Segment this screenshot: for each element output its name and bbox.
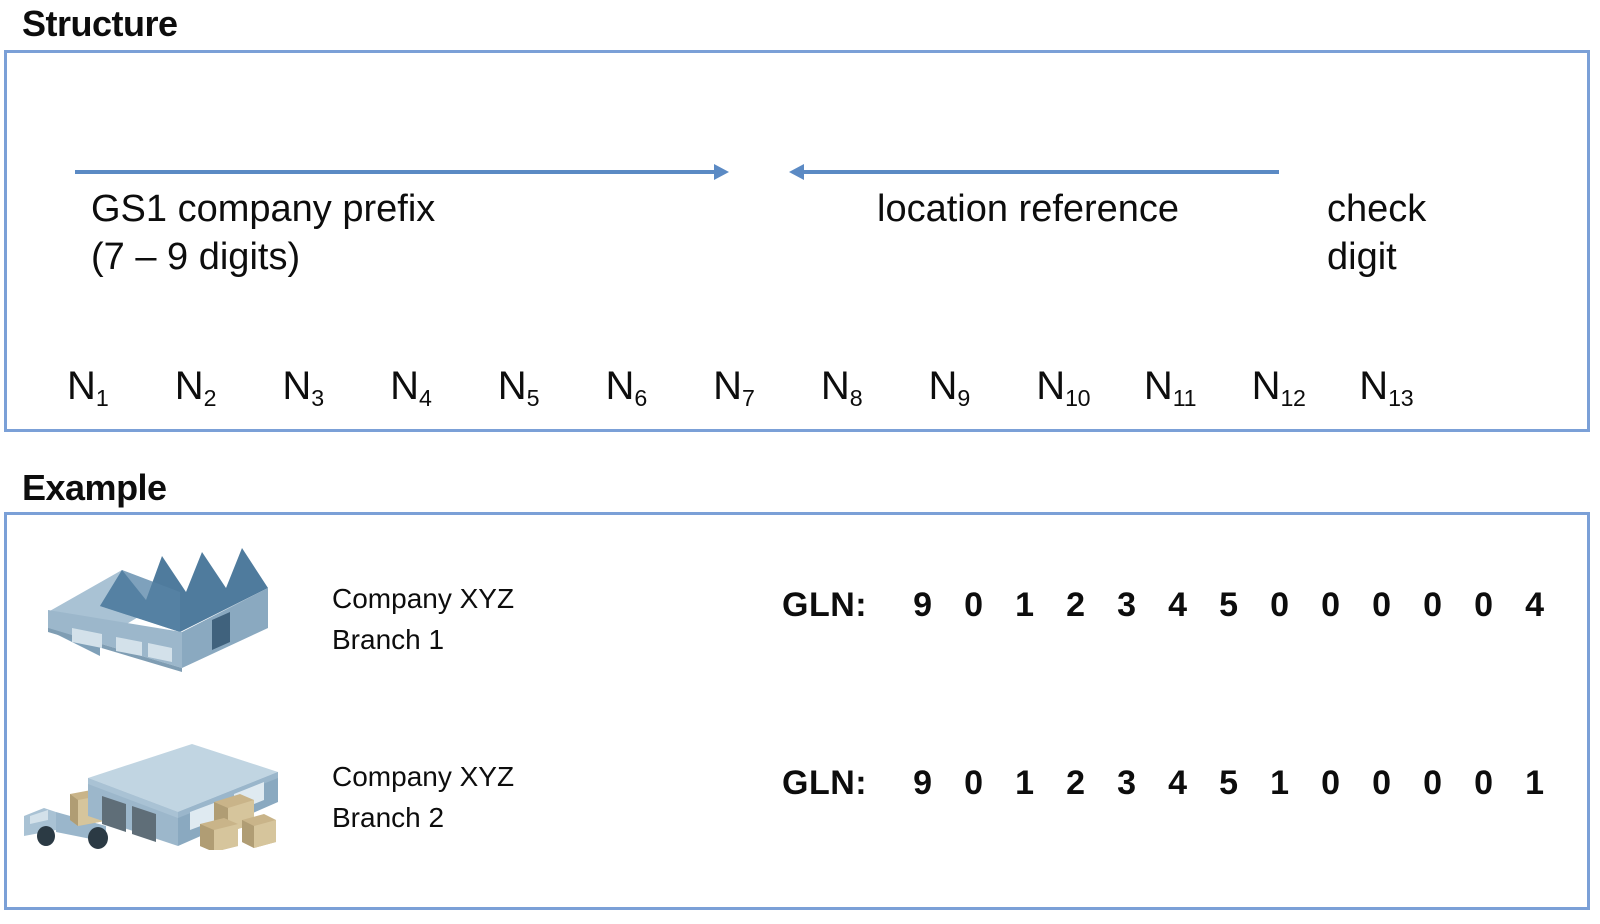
location-reference-label: location reference — [877, 188, 1180, 230]
gln-digit: 0 — [1270, 586, 1290, 624]
gln-label: GLN: — [782, 764, 868, 802]
arrow-shaft — [75, 170, 714, 174]
structure-panel: GS1 company prefix (7 – 9 digits) locati… — [4, 50, 1590, 432]
gln-digit: 2 — [1066, 586, 1086, 624]
location-reference-arrow — [789, 164, 1279, 180]
gln-digit: 4 — [1168, 764, 1188, 802]
gln-digit: 3 — [1117, 764, 1137, 802]
gln-digit: 0 — [1321, 764, 1341, 802]
gln-digit: 1 — [1525, 764, 1545, 802]
digit-position-n1: N1 — [67, 364, 109, 412]
gs1-company-prefix-arrow — [75, 164, 729, 180]
check-digit-label: check digit — [1327, 188, 1427, 278]
digit-position-row: N1 N2 N3 N4 N5 N6 N7 N8 N9 N10 N11 N12 N13 — [67, 363, 1467, 433]
factory-icon — [30, 544, 290, 679]
gln-digit: 1 — [1015, 764, 1035, 802]
gln-digit: 1 — [1270, 764, 1290, 802]
digit-position-n8: N8 — [820, 364, 863, 412]
digit-position-n9: N9 — [928, 364, 971, 412]
arrow-head-right-icon — [714, 164, 729, 180]
gln-digit: 9 — [913, 586, 933, 624]
digit-position-n6: N6 — [605, 364, 647, 412]
digit-position-n12: N12 — [1251, 364, 1306, 412]
digit-position-n10: N10 — [1036, 364, 1091, 412]
gln-digit: 3 — [1117, 586, 1137, 624]
digit-position-n13: N13 — [1359, 364, 1414, 412]
gln-label: GLN: — [782, 586, 868, 624]
digit-position-n7: N7 — [713, 364, 755, 412]
gln-digit: 0 — [1474, 764, 1494, 802]
gln-digit: 0 — [964, 586, 984, 624]
digit-position-n2: N2 — [174, 364, 217, 412]
gln-digit: 4 — [1168, 586, 1188, 624]
gln-digit: 0 — [1423, 764, 1443, 802]
example-caption: Company XYZ Branch 1 — [332, 583, 515, 655]
digit-position-n3: N3 — [282, 364, 324, 412]
gln-digit: 0 — [1372, 586, 1392, 624]
gln-digit: 0 — [964, 764, 984, 802]
arrow-head-left-icon — [789, 164, 804, 180]
gln-digit: 5 — [1219, 586, 1239, 624]
warehouse-truck-icon — [10, 720, 300, 855]
gln-digit: 4 — [1525, 586, 1545, 624]
structure-section-heading: Structure — [22, 3, 178, 44]
gln-digit: 0 — [1423, 586, 1443, 624]
gln-digit: 2 — [1066, 764, 1086, 802]
digit-position-n4: N4 — [390, 364, 432, 412]
arrow-shaft — [804, 170, 1279, 174]
example-section-heading: Example — [22, 467, 167, 508]
gs1-company-prefix-label: GS1 company prefix (7 – 9 digits) — [91, 188, 436, 278]
digit-position-n5: N5 — [497, 364, 540, 412]
digit-position-n11: N11 — [1143, 364, 1197, 412]
gln-digit: 9 — [913, 764, 933, 802]
gln-digit: 0 — [1474, 586, 1494, 624]
gln-digit: 5 — [1219, 764, 1239, 802]
gln-digit: 0 — [1372, 764, 1392, 802]
gln-digit: 1 — [1015, 586, 1035, 624]
example-caption: Company XYZ Branch 2 — [332, 761, 515, 833]
gln-digit: 0 — [1321, 586, 1341, 624]
